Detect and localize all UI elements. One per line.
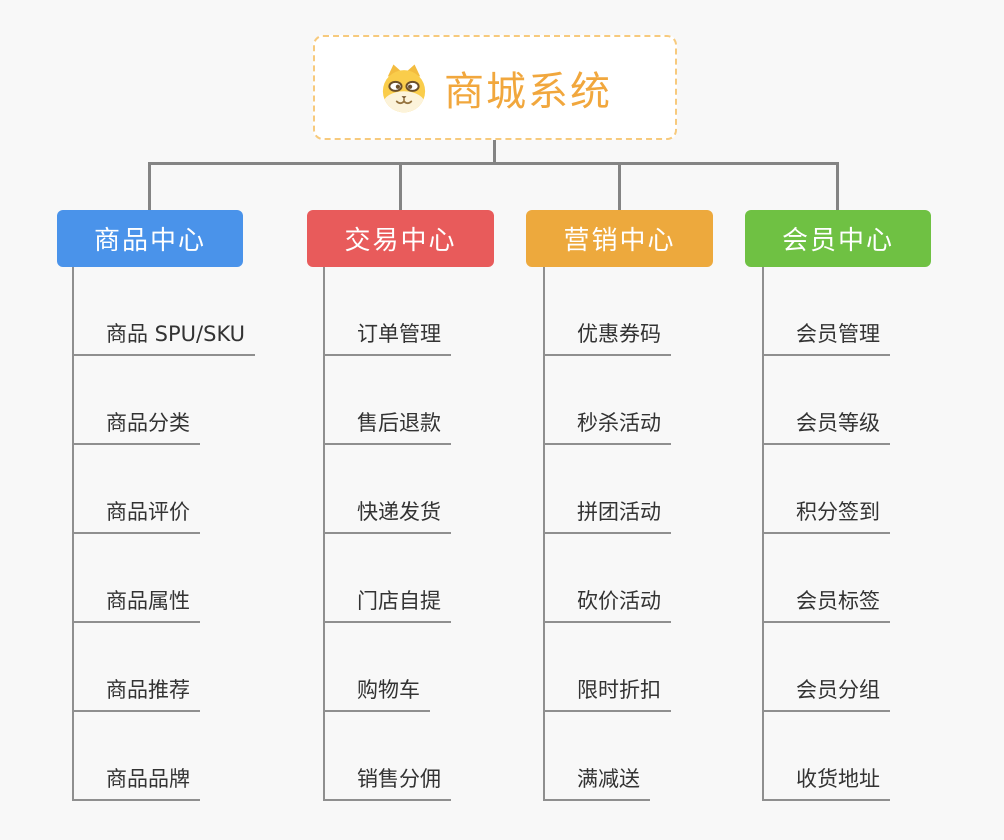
branch-children-member: 会员管理 会员等级 积分签到 会员标签 会员分组 收货地址 <box>762 267 890 801</box>
child-item[interactable]: 限时折扣 <box>545 623 671 712</box>
child-item[interactable]: 商品品牌 <box>74 712 200 801</box>
child-label: 商品推荐 <box>106 678 190 702</box>
child-label: 会员标签 <box>796 589 880 613</box>
child-label: 售后退款 <box>357 411 441 435</box>
branch-node-product[interactable]: 商品中心 <box>57 210 243 267</box>
child-label: 门店自提 <box>357 589 441 613</box>
child-item[interactable]: 商品 SPU/SKU <box>74 267 256 356</box>
child-label: 拼团活动 <box>577 500 661 524</box>
connector-drop-member <box>836 164 839 210</box>
child-item[interactable]: 门店自提 <box>325 534 451 623</box>
child-label: 收货地址 <box>796 767 880 791</box>
branch-label: 营销中心 <box>563 226 676 256</box>
child-label: 满减送 <box>577 767 640 791</box>
connector-horizontal-bar <box>148 162 839 165</box>
branch-label: 会员中心 <box>781 226 894 256</box>
child-item[interactable]: 会员标签 <box>764 534 890 623</box>
root-node[interactable]: 商城系统 <box>313 35 677 140</box>
child-item[interactable]: 快递发货 <box>325 445 451 534</box>
connector-drop-marketing <box>618 164 621 210</box>
connector-drop-trade <box>399 164 402 210</box>
child-item[interactable]: 会员等级 <box>764 356 890 445</box>
branch-children-trade: 订单管理 售后退款 快递发货 门店自提 购物车 销售分佣 <box>323 267 451 801</box>
child-label: 商品 SPU/SKU <box>106 322 246 346</box>
root-title: 商城系统 <box>444 68 612 115</box>
branch-node-marketing[interactable]: 营销中心 <box>526 210 713 267</box>
branch-label: 交易中心 <box>344 226 457 256</box>
child-label: 会员等级 <box>796 411 880 435</box>
branch-node-trade[interactable]: 交易中心 <box>307 210 494 267</box>
child-item[interactable]: 会员分组 <box>764 623 890 712</box>
child-item[interactable]: 会员管理 <box>764 267 890 356</box>
branch-node-member[interactable]: 会员中心 <box>745 210 931 267</box>
child-label: 销售分佣 <box>357 767 441 791</box>
child-item[interactable]: 优惠券码 <box>545 267 671 356</box>
branch-children-marketing: 优惠券码 秒杀活动 拼团活动 砍价活动 限时折扣 满减送 <box>543 267 671 801</box>
child-item[interactable]: 秒杀活动 <box>545 356 671 445</box>
child-label: 商品分类 <box>106 411 190 435</box>
child-item[interactable]: 拼团活动 <box>545 445 671 534</box>
child-label: 订单管理 <box>357 322 441 346</box>
child-item[interactable]: 商品评价 <box>74 445 200 534</box>
child-label: 快递发货 <box>357 500 441 524</box>
child-label: 砍价活动 <box>577 589 661 613</box>
child-item[interactable]: 订单管理 <box>325 267 451 356</box>
child-label: 购物车 <box>357 678 420 702</box>
child-item[interactable]: 商品分类 <box>74 356 200 445</box>
connector-root-stub <box>493 140 496 164</box>
child-item[interactable]: 购物车 <box>325 623 430 712</box>
child-label: 积分签到 <box>796 500 880 524</box>
child-item[interactable]: 商品属性 <box>74 534 200 623</box>
branch-label: 商品中心 <box>93 226 206 256</box>
child-item[interactable]: 满减送 <box>545 712 650 801</box>
child-label: 商品评价 <box>106 500 190 524</box>
child-label: 商品品牌 <box>106 767 190 791</box>
child-item[interactable]: 销售分佣 <box>325 712 451 801</box>
child-label: 商品属性 <box>106 589 190 613</box>
child-item[interactable]: 商品推荐 <box>74 623 200 712</box>
child-label: 优惠券码 <box>577 322 661 346</box>
child-label: 会员管理 <box>796 322 880 346</box>
child-label: 会员分组 <box>796 678 880 702</box>
child-item[interactable]: 售后退款 <box>325 356 451 445</box>
connector-drop-product <box>148 164 151 210</box>
child-item[interactable]: 收货地址 <box>764 712 890 801</box>
child-item[interactable]: 积分签到 <box>764 445 890 534</box>
child-label: 秒杀活动 <box>577 411 661 435</box>
child-label: 限时折扣 <box>577 678 661 702</box>
child-item[interactable]: 砍价活动 <box>545 534 671 623</box>
dog-icon <box>382 63 426 112</box>
branch-children-product: 商品 SPU/SKU 商品分类 商品评价 商品属性 商品推荐 商品品牌 <box>72 267 256 801</box>
